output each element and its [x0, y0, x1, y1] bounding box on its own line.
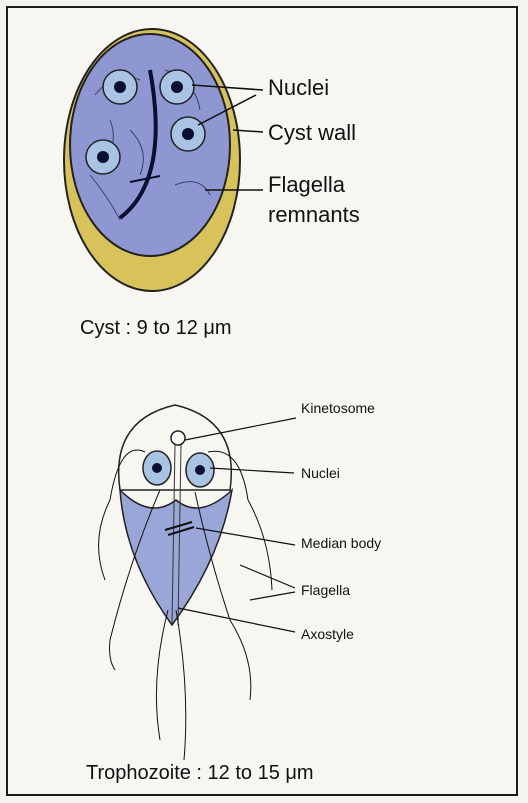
caption-trophozoite: Trophozoite : 12 to 15 μm	[86, 762, 314, 785]
label-cyst-remnants: remnants	[268, 202, 360, 228]
kinetosome-body	[171, 431, 185, 445]
caption-cyst: Cyst : 9 to 12 μm	[80, 317, 232, 340]
label-tropho-flagella: Flagella	[301, 582, 350, 598]
trophozoite-figure	[99, 405, 296, 760]
cyst-nucleus-1	[103, 70, 137, 104]
tropho-nucleus-right	[186, 453, 214, 487]
label-cyst-wall: Cyst wall	[268, 120, 356, 146]
cyst-nucleus-2	[160, 70, 194, 104]
label-tropho-nuclei: Nuclei	[301, 465, 340, 481]
label-axostyle: Axostyle	[301, 626, 354, 642]
tropho-nucleus-left	[143, 451, 171, 485]
label-cyst-nuclei: Nuclei	[268, 75, 329, 101]
label-kinetosome: Kinetosome	[301, 400, 375, 416]
cyst-nucleus-4	[86, 140, 120, 174]
label-median-body: Median body	[301, 535, 381, 551]
pointer-tropho-flagella	[240, 565, 295, 600]
label-cyst-flagella: Flagella	[268, 172, 345, 198]
cyst-nucleus-3	[171, 117, 205, 151]
trophozoite-body	[120, 490, 232, 625]
cyst-figure	[64, 29, 263, 291]
pointer-axostyle	[178, 608, 295, 632]
